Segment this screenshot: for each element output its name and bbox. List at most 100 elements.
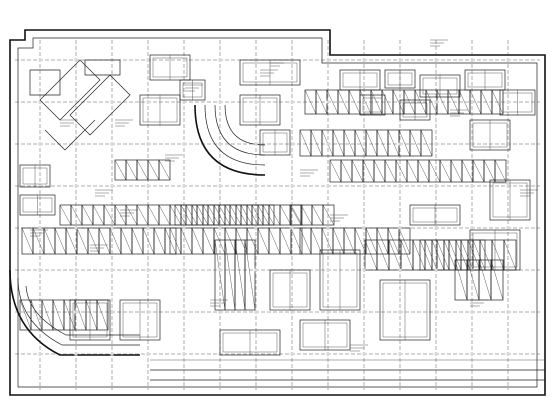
parking-stall	[207, 204, 220, 226]
parking-stall	[268, 204, 281, 226]
parking-stall	[224, 227, 237, 255]
column	[146, 58, 150, 62]
column	[74, 226, 78, 230]
note-mark	[60, 119, 78, 127]
parking-stall	[412, 239, 426, 271]
note-mark	[330, 214, 348, 222]
column	[182, 58, 186, 62]
column	[110, 226, 114, 230]
parking-stall	[490, 259, 504, 301]
parking-stall	[439, 159, 452, 183]
parking-stall	[443, 239, 457, 271]
parking-stall	[235, 204, 248, 226]
note-mark	[210, 299, 228, 307]
parking-stall	[450, 159, 463, 183]
parking-stall	[147, 159, 160, 181]
column	[434, 100, 438, 104]
note-mark	[470, 299, 488, 307]
column	[218, 226, 222, 230]
room	[219, 329, 281, 356]
room	[464, 69, 506, 91]
parking-stall	[279, 227, 292, 255]
room	[269, 269, 311, 311]
column	[110, 142, 114, 146]
column	[110, 268, 114, 272]
parking-stall	[387, 227, 400, 255]
parking-stall	[503, 239, 517, 271]
parking-stall	[246, 204, 259, 226]
column	[326, 310, 330, 314]
column	[326, 352, 330, 356]
column	[470, 310, 474, 314]
column	[254, 310, 258, 314]
parking-stall	[376, 129, 389, 157]
column	[506, 58, 510, 62]
parking-stall	[213, 204, 226, 226]
parking-stall	[240, 204, 253, 226]
column	[398, 352, 402, 356]
column	[38, 310, 42, 314]
column	[434, 268, 438, 272]
parking-stall	[289, 204, 302, 226]
parking-stall	[185, 204, 198, 226]
column	[254, 184, 258, 188]
room	[319, 249, 361, 311]
parking-stall	[65, 227, 78, 255]
column	[470, 184, 474, 188]
parking-stall	[431, 239, 445, 271]
note-mark	[430, 39, 448, 47]
parking-stall	[202, 227, 215, 255]
parking-stall	[395, 159, 408, 183]
parking-stall	[98, 227, 111, 255]
drawing-notes	[30, 39, 538, 352]
column	[74, 58, 78, 62]
parking-stall	[332, 129, 345, 157]
column	[470, 142, 474, 146]
parking-stall	[109, 227, 122, 255]
room	[379, 279, 431, 341]
column	[290, 352, 294, 356]
parking-stall	[340, 159, 353, 183]
bottom-strip	[150, 359, 545, 381]
column	[182, 268, 186, 272]
column	[506, 100, 510, 104]
parking-stall	[76, 227, 89, 255]
column	[362, 100, 366, 104]
room	[239, 94, 281, 126]
column	[218, 100, 222, 104]
column	[38, 268, 42, 272]
column	[470, 58, 474, 62]
parking-stall	[70, 204, 83, 226]
column	[38, 142, 42, 146]
structural-grid	[15, 40, 540, 390]
note-mark	[450, 109, 468, 117]
parking-stall	[59, 204, 72, 226]
column	[146, 100, 150, 104]
parking-stall	[300, 204, 313, 226]
parking-stall	[202, 204, 215, 226]
column	[362, 226, 366, 230]
parking-stall	[87, 227, 100, 255]
note-mark	[95, 189, 113, 197]
column	[254, 142, 258, 146]
column	[146, 352, 150, 356]
parking-stall	[229, 204, 242, 226]
parking-stall	[251, 204, 264, 226]
column	[362, 310, 366, 314]
parking-stall	[409, 129, 422, 157]
parking-stall	[262, 204, 275, 226]
column	[398, 184, 402, 188]
note-mark	[90, 244, 108, 252]
column	[218, 268, 222, 272]
parking-stall	[169, 204, 182, 226]
parking-stall	[455, 239, 469, 271]
column	[290, 184, 294, 188]
room	[19, 164, 51, 188]
column	[326, 226, 330, 230]
column	[506, 310, 510, 314]
parking-stall	[299, 129, 312, 157]
column	[326, 268, 330, 272]
parking-stall	[234, 239, 246, 311]
parking-stall	[43, 227, 56, 255]
column	[362, 58, 366, 62]
